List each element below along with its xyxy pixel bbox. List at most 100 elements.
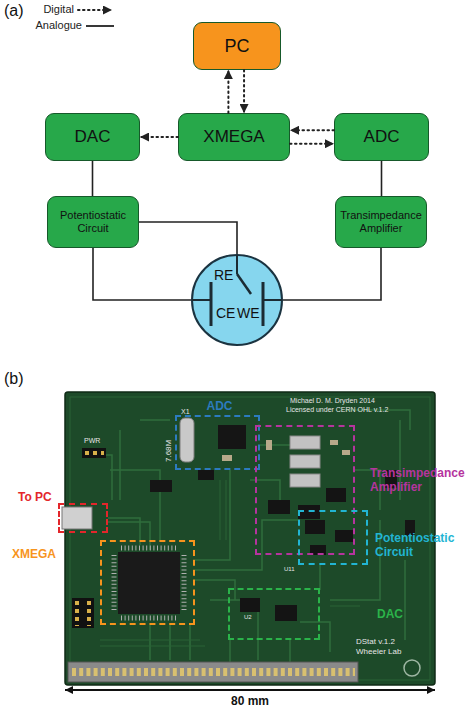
digital-link	[227, 70, 229, 113]
pcb-components	[62, 418, 420, 682]
digital-sample	[78, 9, 112, 11]
pcb-components	[68, 662, 358, 682]
box-label: Transimpedance Amplifier	[336, 209, 426, 234]
box-label: DAC	[75, 127, 111, 147]
pcb-components	[326, 488, 346, 502]
electrochemical-cell: RE CEWE	[191, 254, 283, 346]
region-label: To PC	[18, 491, 62, 505]
silkscreen-text: Licensed under CERN OHL v.1.2	[286, 406, 388, 414]
region-label: Transimpedance Amplifier	[370, 467, 474, 495]
pcb-components	[290, 474, 320, 487]
pcb-components	[275, 605, 297, 621]
board-region: ADC	[175, 415, 260, 470]
silkscreen-text: Michael D. M. Dryden 2014	[290, 397, 375, 405]
pcb-components	[150, 480, 172, 492]
pcb-components	[85, 451, 104, 455]
pcb-components	[335, 530, 353, 542]
digital-link	[140, 136, 178, 138]
panel-letter: (a)	[4, 2, 24, 20]
legend-entry: Digital	[20, 3, 74, 15]
legend-entry: Analogue	[20, 19, 82, 31]
pcb-board	[100, 480, 360, 646]
pcb-components	[112, 555, 117, 612]
box-label: Potentiostatic Circuit	[48, 209, 138, 234]
digital-link	[243, 70, 245, 113]
pcb-components	[198, 470, 214, 480]
working-electrode	[262, 282, 265, 326]
dimension-line	[65, 689, 435, 691]
dimension-label: 80 mm	[200, 695, 300, 708]
pcb-components	[62, 507, 92, 529]
box-label: ADC	[364, 127, 400, 147]
pcb-board	[95, 410, 410, 662]
board-region: Transimpedance Amplifier	[255, 425, 355, 555]
board-region: XMEGA	[100, 540, 195, 625]
reference-electrode	[237, 274, 251, 294]
pcb-components	[305, 520, 325, 534]
analogue-wire	[381, 161, 383, 196]
silkscreen-text: U2	[244, 614, 252, 621]
pcb-components	[298, 505, 320, 519]
pcb-components	[404, 660, 420, 676]
pcb-components	[330, 440, 338, 445]
reference-electrode-lead	[236, 255, 238, 274]
pcb-components	[118, 552, 180, 614]
pcb-components	[342, 450, 350, 455]
process-box: DAC	[45, 113, 140, 161]
cell-circle	[192, 255, 282, 345]
silkscreen-text: 7.68M	[165, 440, 174, 462]
box-label: PC	[224, 36, 249, 57]
region-label: ADC	[177, 400, 262, 414]
pcb-components	[222, 455, 232, 461]
pcb-components	[218, 425, 246, 449]
analogue-wire	[283, 248, 381, 300]
legend-text: Analogue	[36, 19, 83, 31]
working-electrode-lead	[263, 299, 282, 301]
silkscreen-text: X1	[181, 408, 190, 416]
electrode-label: RE	[214, 268, 233, 282]
pcb-components	[268, 500, 290, 514]
legend-text: Digital	[43, 3, 74, 15]
counter-electrode	[210, 282, 213, 326]
board-region: To PC	[58, 503, 108, 533]
region-label: Potentiostatic Circuit	[375, 532, 474, 560]
electrode-label: CE	[216, 306, 235, 320]
pcb-components	[72, 598, 94, 628]
analogue-sample	[86, 25, 114, 27]
analogue-wire	[93, 248, 191, 300]
silkscreen-text: PWR	[84, 437, 100, 445]
silkscreen-text: DStat v.1.2	[356, 638, 395, 647]
digital-link	[290, 129, 334, 131]
board-region: Potentiostatic Circuit	[298, 510, 368, 565]
pcb-components	[75, 601, 79, 626]
dimension-line	[65, 690, 435, 691]
pcb-components	[180, 418, 194, 462]
circuit-box: Potentiostatic Circuit	[47, 196, 139, 248]
board-region: DAC	[228, 588, 320, 640]
box-label: XMEGA	[203, 127, 264, 147]
pcb-components	[121, 616, 178, 621]
counter-electrode-lead	[192, 299, 211, 301]
analogue-wire	[139, 222, 237, 254]
pcb-components	[182, 555, 187, 612]
panel-letter: (b)	[4, 370, 24, 388]
silkscreen-text: U11	[284, 566, 295, 573]
pcb-components	[87, 601, 91, 626]
pcb-components	[240, 598, 260, 612]
pcb-components	[290, 436, 320, 449]
process-box: ADC	[334, 113, 429, 161]
region-label: DAC	[377, 608, 437, 622]
process-box: XMEGA	[178, 113, 290, 161]
pcb-components	[266, 440, 272, 450]
host-box: PC	[193, 22, 281, 70]
pcb-components	[121, 546, 178, 551]
silkscreen-text: Wheeler Lab	[356, 648, 401, 657]
cell-outline	[191, 254, 283, 346]
pcb-components	[290, 455, 320, 468]
digital-link	[290, 143, 334, 145]
analogue-wire	[92, 161, 94, 196]
pcb-components	[82, 448, 106, 458]
electrode-label: WE	[237, 306, 260, 320]
